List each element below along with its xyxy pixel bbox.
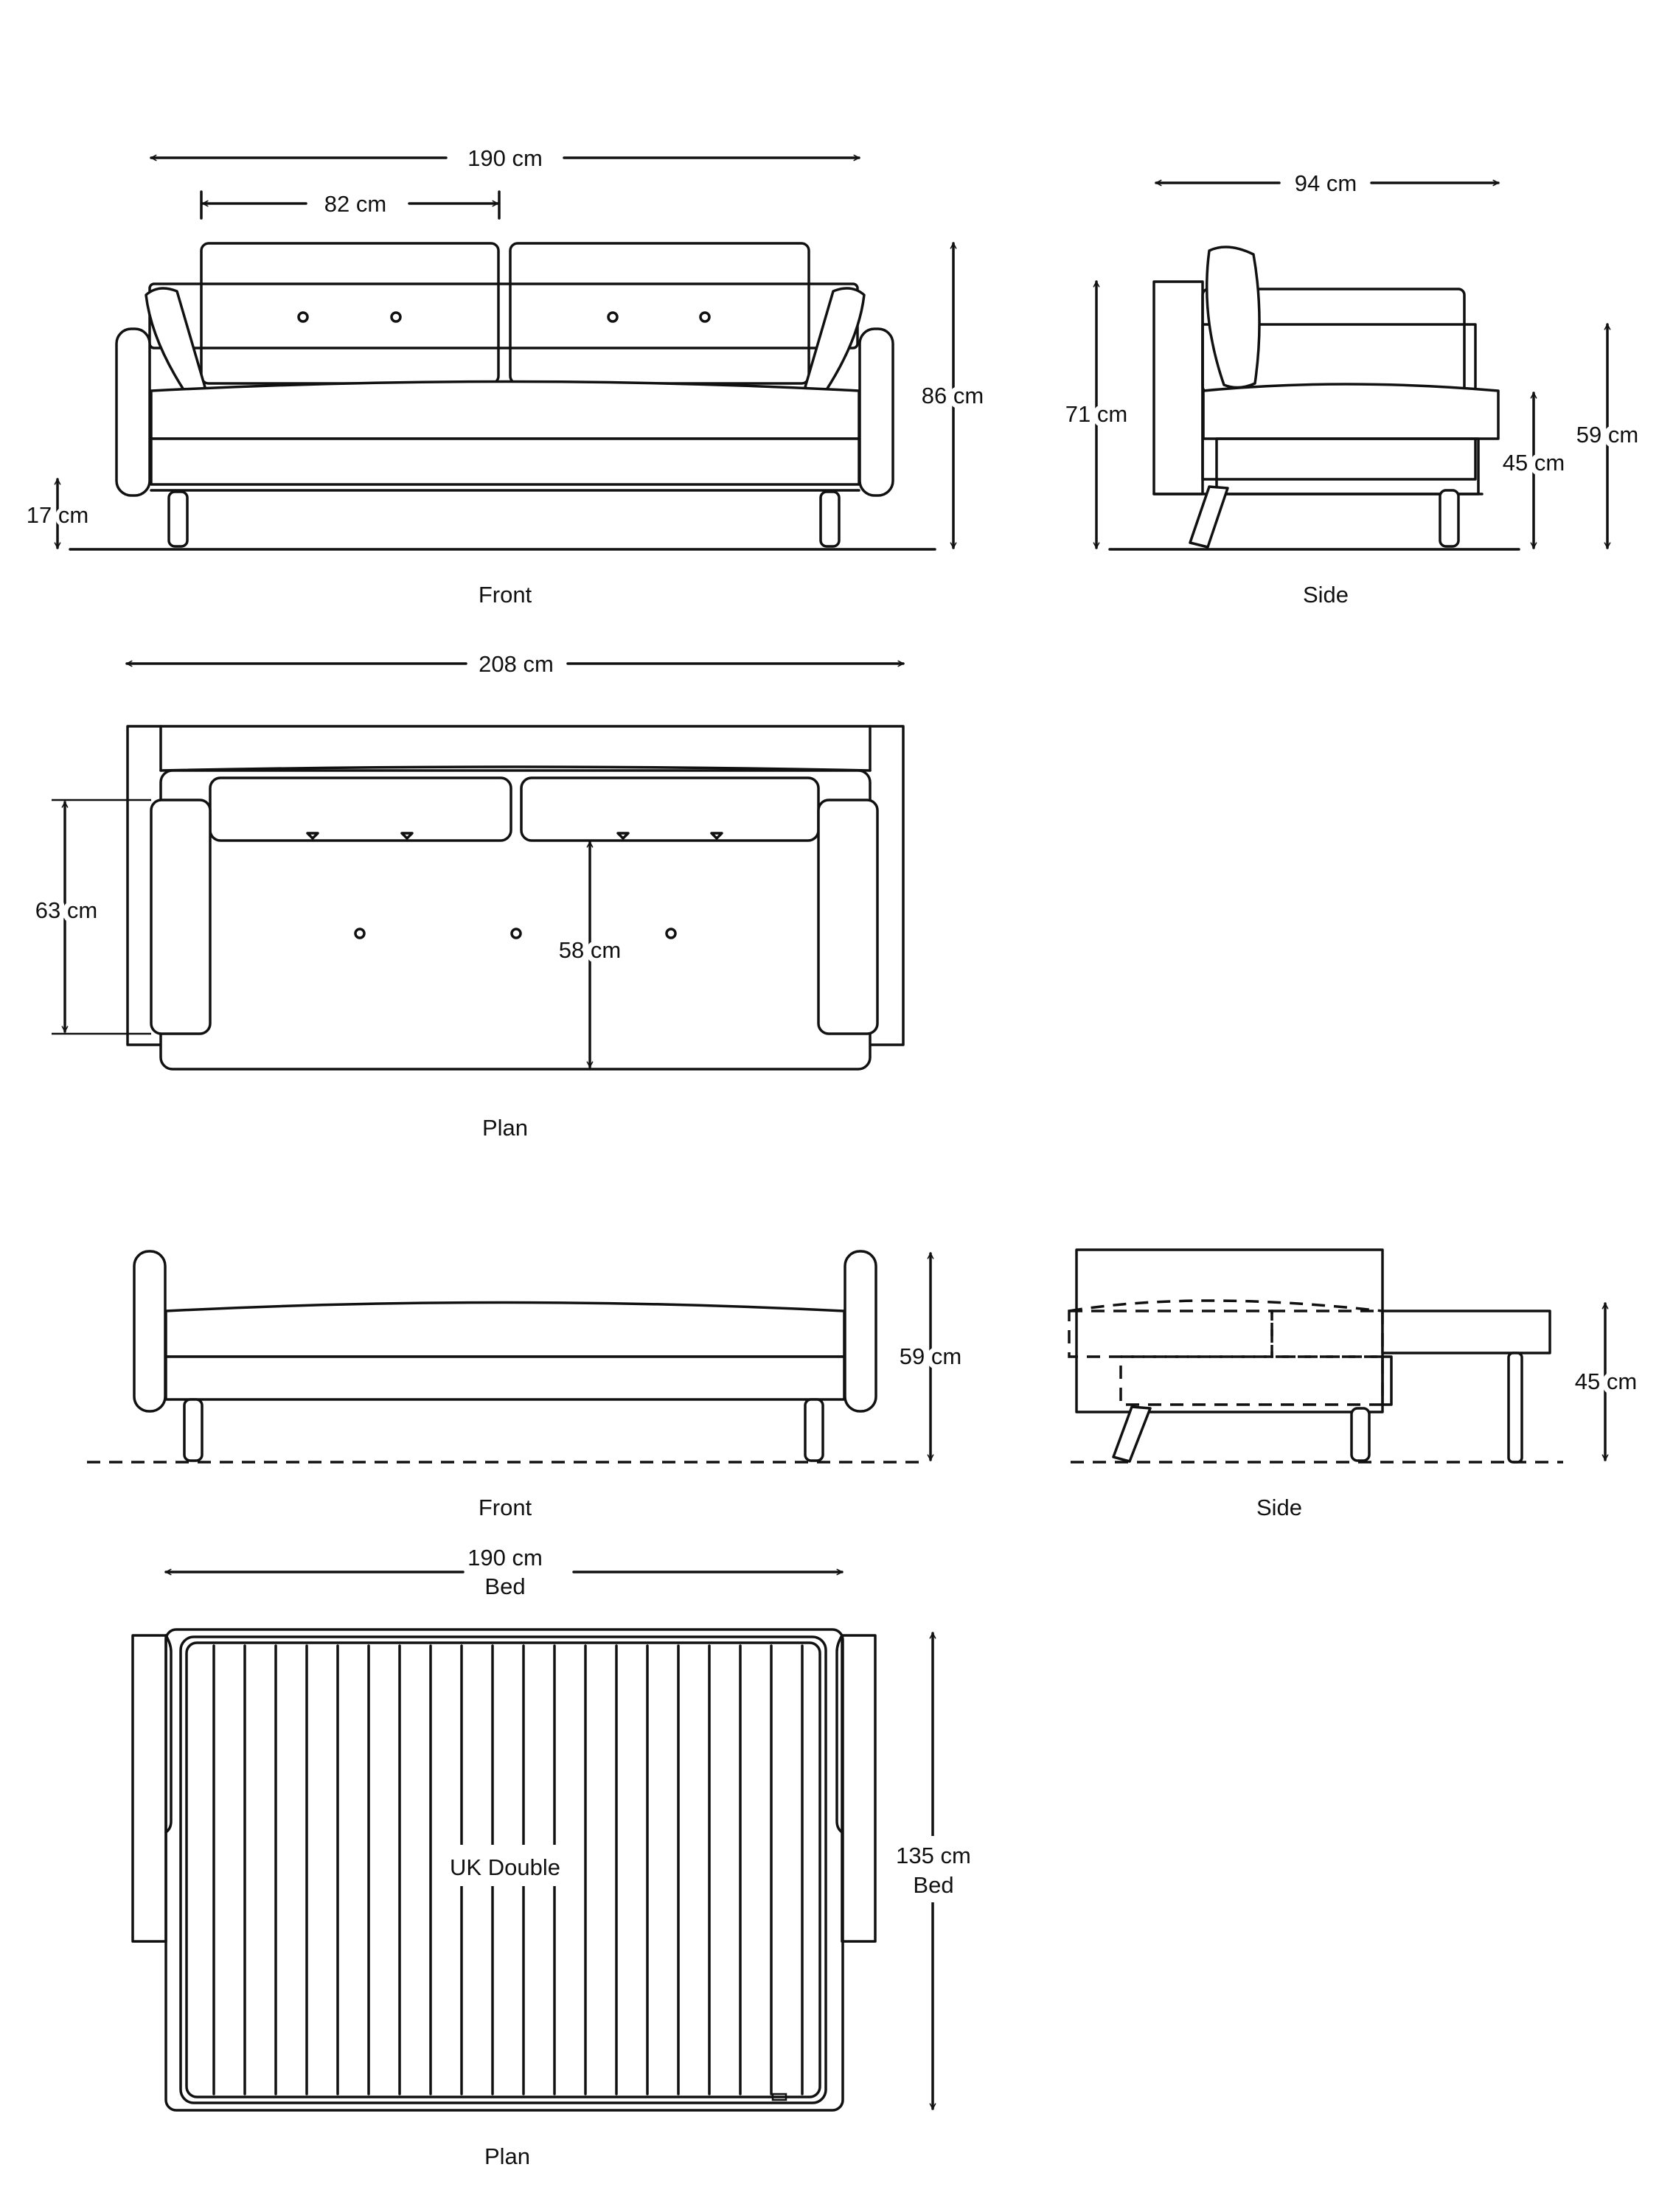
back-frame — [148, 282, 859, 349]
front-width-label: 190 cm — [467, 145, 543, 171]
bed-plan-frame — [164, 1628, 844, 2112]
bed-base-front — [164, 1355, 846, 1401]
mattress-size-label: UK Double — [450, 1854, 560, 1880]
front-view-sofa: 190 cm 82 cm 86 cm 17 cm Front — [23, 145, 989, 608]
leg-height-label: 17 cm — [27, 502, 88, 528]
plan-button — [710, 832, 723, 840]
bed-extension — [1381, 1310, 1551, 1354]
plan-back-cushion-left — [209, 776, 512, 842]
back-cushion-right — [509, 242, 810, 385]
bed-length-value: 190 cm — [467, 1545, 543, 1571]
bed-frame-side — [1075, 1248, 1384, 1413]
back-edge-curve — [159, 765, 872, 772]
width-label-backdrop — [888, 1836, 977, 1902]
base-side — [1215, 437, 1480, 495]
rear-leg — [1439, 489, 1460, 548]
bed-leg-left — [183, 1398, 204, 1462]
button-tuft — [699, 311, 711, 323]
cushion-width-label: 82 cm — [324, 191, 386, 217]
side-view-sofa: 94 cm 71 cm 45 cm 59 cm Side — [1060, 170, 1644, 608]
bed-armrest-left — [133, 1250, 167, 1413]
folded-cushion-dashed — [1068, 1299, 1383, 1312]
plan-button — [306, 832, 319, 840]
mattress-inner — [185, 1641, 821, 2098]
folded-mattress-dashed — [1068, 1310, 1273, 1358]
plan-width-label: 208 cm — [479, 651, 554, 677]
folded-mattress-dashed-2 — [1270, 1310, 1384, 1358]
bed-leg-right — [804, 1398, 824, 1462]
arm-height-label: 59 cm — [1576, 422, 1638, 448]
bed-height-label: 59 cm — [900, 1343, 961, 1369]
bed-width-value: 135 cm — [896, 1843, 971, 1868]
arm-depth-label: 63 cm — [35, 897, 97, 923]
angled-leg — [1189, 485, 1229, 549]
seat-button — [354, 928, 366, 939]
mattress-tag — [771, 2093, 787, 2101]
side-depth-label: 94 cm — [1295, 170, 1357, 196]
plan-caption: Plan — [482, 1115, 528, 1141]
plan-button — [616, 832, 630, 840]
scatter-pillow-left — [145, 287, 206, 394]
armrest-right — [858, 327, 894, 497]
mattress-outer — [179, 1635, 827, 2104]
bed-mattress-front — [164, 1301, 846, 1358]
button-tuft — [390, 311, 402, 323]
back-height-label: 71 cm — [1065, 401, 1127, 427]
seat-base — [150, 437, 860, 486]
arm-seam-right — [835, 1634, 844, 1834]
arm-seam-left — [164, 1634, 173, 1834]
seat-button — [510, 928, 522, 939]
bed-plan-caption: Plan — [484, 2143, 530, 2169]
seat-height-label: 45 cm — [1503, 450, 1565, 476]
back-cushion-left — [200, 242, 500, 385]
seat-depth-label: 58 cm — [559, 937, 621, 963]
bed-front-caption: Front — [479, 1495, 532, 1520]
plan-view-bed: 190 cm Bed UK Double 135 cm Bed Plan — [131, 1545, 977, 2169]
bed-side-rail — [1381, 1355, 1393, 1406]
front-caption: Front — [479, 582, 532, 608]
pillow-side — [1205, 246, 1261, 389]
plan-armrest-left — [150, 799, 212, 1035]
label-backdrop — [435, 1845, 575, 1886]
side-caption: Side — [1303, 582, 1349, 608]
bed-side-height-label: 45 cm — [1575, 1368, 1637, 1394]
back-panel — [1152, 280, 1204, 495]
side-view-bed: 45 cm Side — [1068, 1248, 1642, 1520]
plan-button — [400, 832, 414, 840]
bed-width-unit: Bed — [913, 1872, 953, 1898]
button-tuft — [607, 311, 619, 323]
leg-right — [819, 490, 841, 548]
scatter-pillow-right — [804, 287, 866, 394]
bed-angled-leg — [1112, 1405, 1152, 1463]
bed-plan-arm-left — [131, 1634, 167, 1943]
mechanism-dashed — [1119, 1355, 1384, 1406]
front-height-label: 86 cm — [922, 383, 984, 408]
plan-back-cushion-right — [520, 776, 820, 842]
seat-button — [665, 928, 677, 939]
button-tuft — [297, 311, 309, 323]
seat-side — [1202, 383, 1500, 440]
front-view-bed: 59 cm Front — [87, 1250, 967, 1520]
seat-cushion — [150, 380, 860, 440]
bed-plan-arm-right — [841, 1634, 877, 1943]
bed-rear-leg — [1350, 1407, 1371, 1462]
plan-armrest-right — [817, 799, 879, 1035]
plan-view-sofa: 208 cm 63 cm 58 cm Plan — [30, 651, 905, 1141]
armrest-left — [115, 327, 151, 497]
bed-side-caption: Side — [1256, 1495, 1302, 1520]
bed-support-leg — [1507, 1352, 1523, 1464]
bed-length-unit: Bed — [484, 1573, 525, 1599]
leg-left — [167, 490, 189, 548]
bed-armrest-right — [844, 1250, 877, 1413]
